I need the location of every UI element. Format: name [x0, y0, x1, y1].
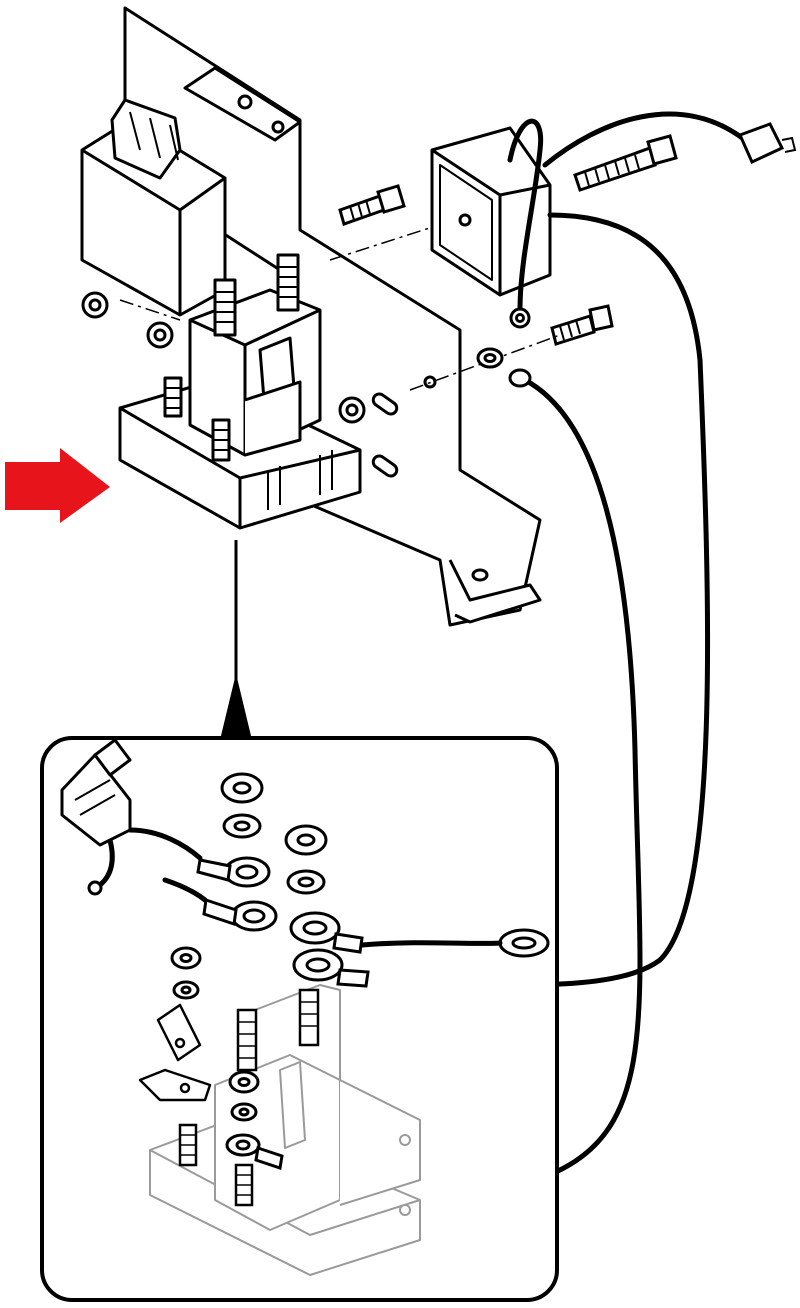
plug-connector [737, 122, 797, 165]
mounting-clip [138, 1003, 212, 1102]
red-arrow-icon [5, 448, 110, 523]
callout-pointer [220, 540, 252, 740]
inset-wire [97, 827, 503, 948]
solenoid-top [118, 253, 362, 530]
hex-nut [81, 291, 366, 424]
relay-module [80, 98, 227, 317]
wire-connector [60, 738, 132, 896]
alignment-line [119, 214, 561, 1180]
ring-terminal-lead [196, 856, 550, 1170]
nut-washer-stack [170, 772, 328, 1122]
ring-terminal [476, 307, 532, 388]
terminal-stud [178, 988, 320, 1207]
bolt [338, 134, 678, 346]
mounting-bracket [123, 6, 542, 627]
solenoid-detail [149, 984, 421, 1276]
resistor-block [430, 126, 552, 297]
